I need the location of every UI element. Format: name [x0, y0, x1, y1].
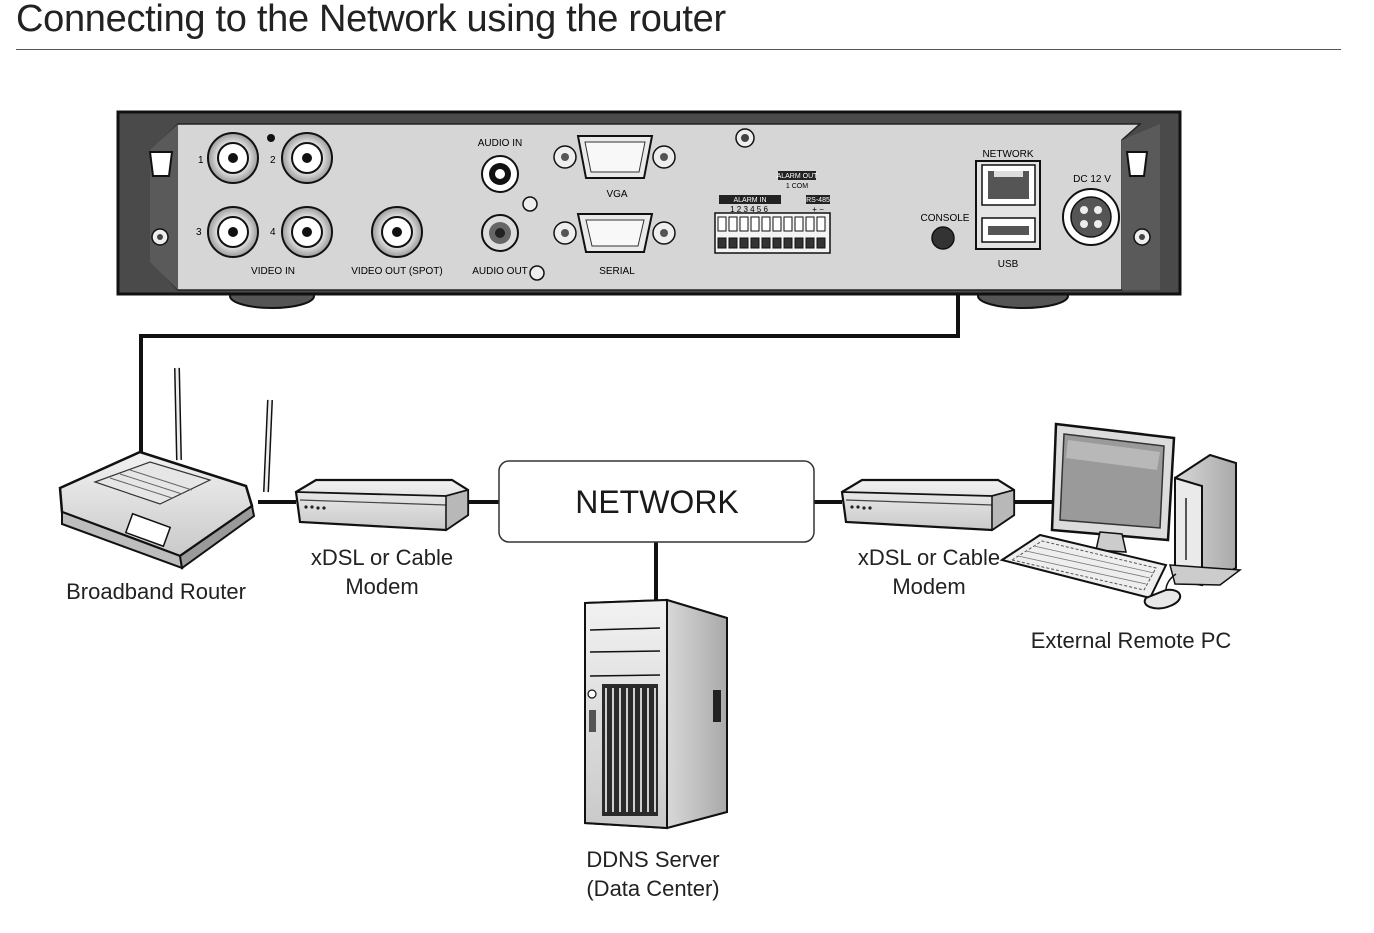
network-port-icon — [981, 164, 1036, 206]
router-label-text: Broadband Router — [66, 579, 246, 604]
terminal-screw — [805, 237, 815, 249]
bracket-right-icon — [1125, 151, 1149, 177]
modem-right-icon — [840, 478, 1016, 532]
terminal-pin — [717, 216, 727, 232]
terminal-pin — [739, 216, 749, 232]
bnc-video-in-1-icon — [207, 132, 259, 184]
terminal-pin — [805, 216, 815, 232]
dc-power-jack-icon — [1062, 188, 1120, 246]
ddns-server-label-line1: DDNS Server — [586, 847, 720, 872]
dc-label: DC 12 V — [1073, 174, 1111, 185]
bracket-left-icon — [148, 151, 174, 177]
vga-port-icon — [553, 135, 676, 179]
screw-icon — [151, 128, 1151, 281]
network-port-label: NETWORK — [982, 149, 1033, 160]
modem-right-label-line2: Modem — [892, 574, 966, 599]
bnc-connectors — [207, 132, 423, 258]
terminal-pin — [772, 216, 782, 232]
terminal-pin — [794, 216, 804, 232]
alarm-in-label: ALARM IN — [733, 197, 766, 204]
bnc-video-out-icon — [371, 206, 423, 258]
console-port-icon — [931, 226, 955, 250]
terminal-pin — [761, 216, 771, 232]
console-label: CONSOLE — [921, 213, 970, 224]
video-out-label: VIDEO OUT (SPOT) — [351, 266, 443, 277]
serial-label: SERIAL — [599, 266, 635, 277]
dvr-rear-panel: 1 2 3 4 VIDEO IN VIDEO OUT (SPOT) AUDIO … — [116, 110, 1182, 309]
modem-left-label: xDSL or Cable Modem — [311, 543, 453, 601]
alarm-out-label: ALARM OUT — [777, 173, 819, 180]
terminal-screw — [739, 237, 749, 249]
ddns-server-icon — [584, 598, 728, 830]
title-rule — [16, 49, 1341, 50]
terminal-pin — [728, 216, 738, 232]
audio-in-jack-icon — [481, 155, 519, 193]
modem-right-label-line1: xDSL or Cable — [857, 545, 1001, 570]
audio-out-jack-icon — [481, 214, 519, 252]
audio-out-label: AUDIO OUT — [472, 266, 528, 277]
alarm-in-numbers: 1 2 3 4 5 6 — [730, 205, 768, 214]
audio-in-label: AUDIO IN — [478, 138, 522, 149]
modem-right-label: xDSL or Cable Modem — [858, 543, 1000, 601]
ch-3-label: 3 — [196, 227, 202, 238]
ch-4-label: 4 — [270, 227, 276, 238]
led-dot-icon — [267, 134, 275, 142]
remote-pc-icon — [999, 422, 1243, 610]
video-in-label: VIDEO IN — [251, 266, 295, 277]
vga-label: VGA — [606, 189, 627, 200]
modem-left-icon — [294, 478, 470, 532]
router-label: Broadband Router — [66, 577, 246, 606]
terminal-pin — [750, 216, 760, 232]
terminal-pin — [783, 216, 793, 232]
terminal-screw — [772, 237, 782, 249]
rs485-label: RS-485 — [806, 197, 830, 204]
terminal-pin — [816, 216, 826, 232]
terminal-screw — [761, 237, 771, 249]
remote-pc-label: External Remote PC — [1031, 626, 1232, 655]
network-box-label: NETWORK — [575, 484, 739, 520]
terminal-screw — [717, 237, 727, 249]
remote-pc-label-text: External Remote PC — [1030, 628, 1232, 653]
terminal-screw — [816, 237, 826, 249]
network-box — [498, 460, 815, 543]
terminal-screw — [728, 237, 738, 249]
bnc-video-in-3-icon — [207, 206, 259, 258]
bnc-video-in-2-icon — [281, 132, 333, 184]
usb-port-icon — [981, 217, 1036, 243]
rs485-sign-label: + − — [812, 205, 824, 214]
serial-port-icon — [553, 213, 676, 253]
modem-left-label-line1: xDSL or Cable — [310, 545, 454, 570]
alarm-terminal-block-icon — [714, 212, 831, 254]
usb-label: USB — [998, 259, 1019, 270]
modem-left-label-line2: Modem — [345, 574, 419, 599]
ddns-server-label-line2: (Data Center) — [586, 876, 720, 901]
ch-1-label: 1 — [198, 155, 204, 166]
broadband-router-icon — [58, 367, 273, 570]
ch-2-label: 2 — [270, 155, 276, 166]
alarm-out-sub: 1 COM — [786, 183, 808, 190]
page-title: Connecting to the Network using the rout… — [16, 0, 726, 40]
terminal-screw — [750, 237, 760, 249]
bnc-video-in-4-icon — [281, 206, 333, 258]
ddns-server-label: DDNS Server (Data Center) — [586, 845, 719, 903]
terminal-screw — [783, 237, 793, 249]
terminal-screw — [794, 237, 804, 249]
